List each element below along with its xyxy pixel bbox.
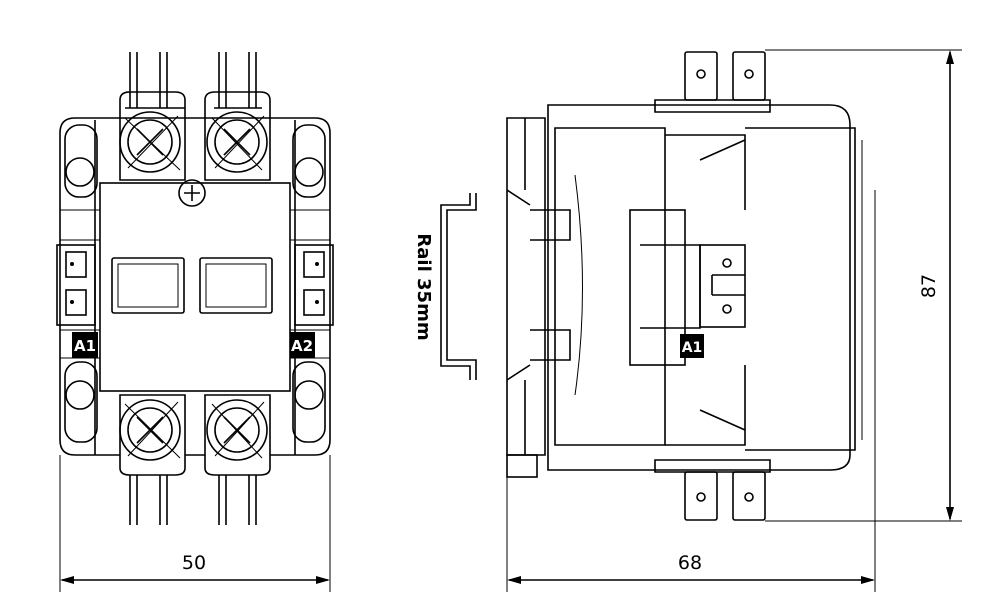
side-housing xyxy=(547,104,863,471)
front-cover xyxy=(99,179,291,392)
side-base xyxy=(506,117,571,478)
side-coil-terminal: A1 xyxy=(680,244,746,358)
side-view: Rail 35mm xyxy=(413,49,962,592)
top-screw-housings xyxy=(119,91,271,181)
depth-dimension: 68 xyxy=(506,190,876,592)
top-terminal-pins xyxy=(125,52,262,109)
coil-terminal-label-a2: A2 xyxy=(291,337,313,355)
bottom-screw-housings xyxy=(119,394,271,476)
width-dimension-value: 50 xyxy=(182,552,206,574)
coil-terminal-label-a1: A1 xyxy=(74,337,96,355)
din-rail: Rail 35mm xyxy=(413,193,477,380)
depth-dimension-value: 68 xyxy=(678,552,702,574)
front-body-outline xyxy=(59,117,331,456)
bottom-terminal-pins xyxy=(129,470,257,525)
coil-terminals: A1 A2 xyxy=(56,244,334,358)
mounting-holes xyxy=(64,124,326,443)
side-bottom-terminals xyxy=(654,459,771,521)
front-view: A1 A2 xyxy=(56,52,334,592)
height-dimension: 87 xyxy=(765,49,962,522)
rail-label: Rail 35mm xyxy=(413,233,434,340)
side-coil-label: A1 xyxy=(682,340,703,356)
height-dimension-value: 87 xyxy=(918,274,940,298)
side-top-terminals xyxy=(654,51,771,113)
width-dimension: 50 xyxy=(59,455,331,592)
